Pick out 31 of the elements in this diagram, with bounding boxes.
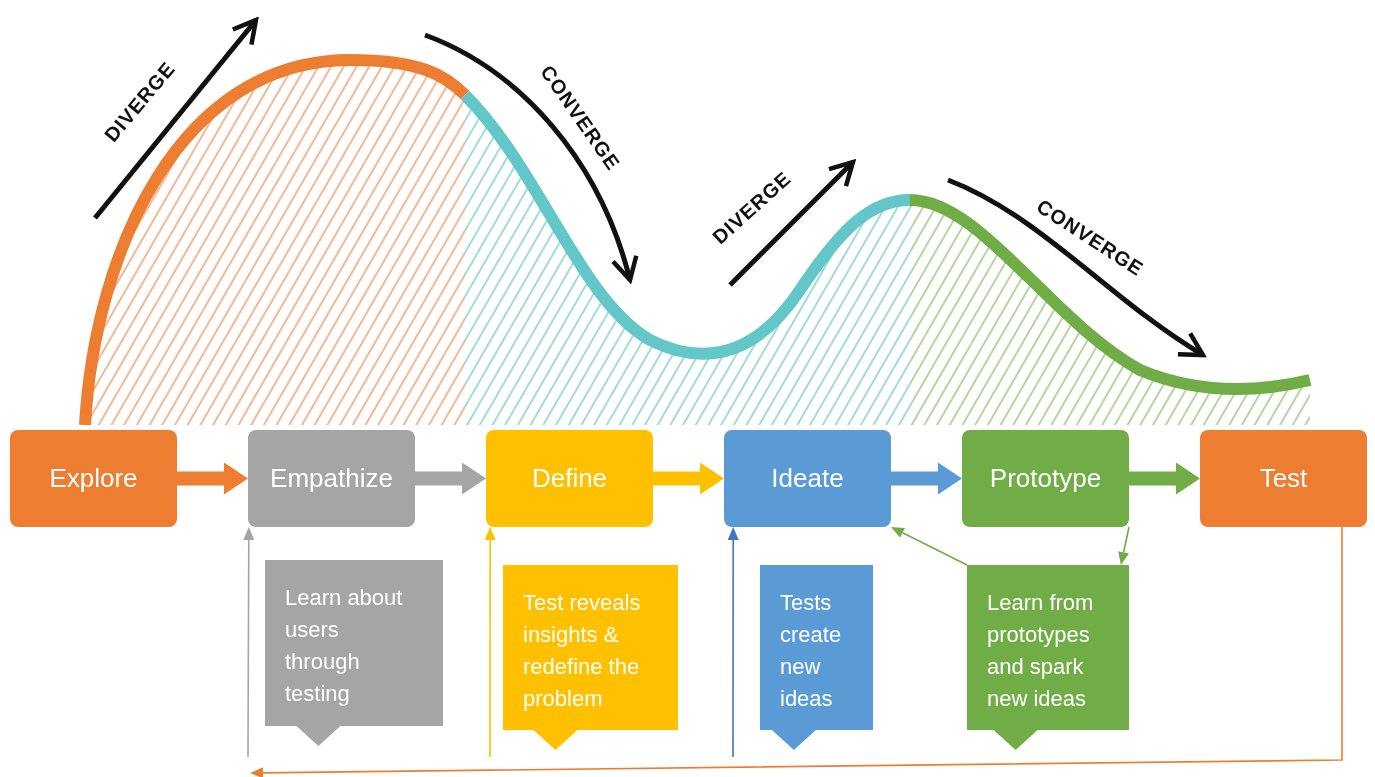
speech-bubble [503, 565, 678, 750]
block-arrow [653, 462, 724, 495]
process-box [486, 430, 653, 527]
arrow [891, 527, 968, 566]
box-label: Define [531, 463, 608, 494]
block-arrow [1129, 462, 1200, 495]
process-box [10, 430, 177, 527]
arrow [727, 527, 739, 758]
speech-bubble [967, 565, 1129, 750]
block-arrow [415, 462, 486, 495]
process-box [962, 430, 1129, 527]
arrow [484, 527, 496, 758]
process-box [248, 430, 415, 527]
process-box [724, 430, 891, 527]
speech-bubble [760, 565, 873, 750]
box-label: Ideate [771, 463, 844, 494]
bubble-text: Test reveals insights & redefine the problem [523, 589, 642, 713]
arrow [1118, 526, 1130, 565]
speech-bubble [265, 560, 443, 746]
bubble-text: Learn from prototypes and spark new ideas [987, 589, 1095, 713]
bubble-text: Learn about users through testing [285, 584, 403, 708]
block-arrow [177, 462, 248, 495]
box-label: Test [1259, 463, 1308, 494]
box-label: Empathize [270, 463, 393, 494]
block-arrow [891, 462, 962, 495]
bubble-text: Tests create new ideas [780, 589, 843, 713]
box-label: Explore [49, 463, 138, 494]
box-label: Prototype [989, 463, 1102, 494]
arrow [250, 526, 1343, 777]
arrow [243, 527, 255, 758]
process-box [1200, 430, 1367, 527]
